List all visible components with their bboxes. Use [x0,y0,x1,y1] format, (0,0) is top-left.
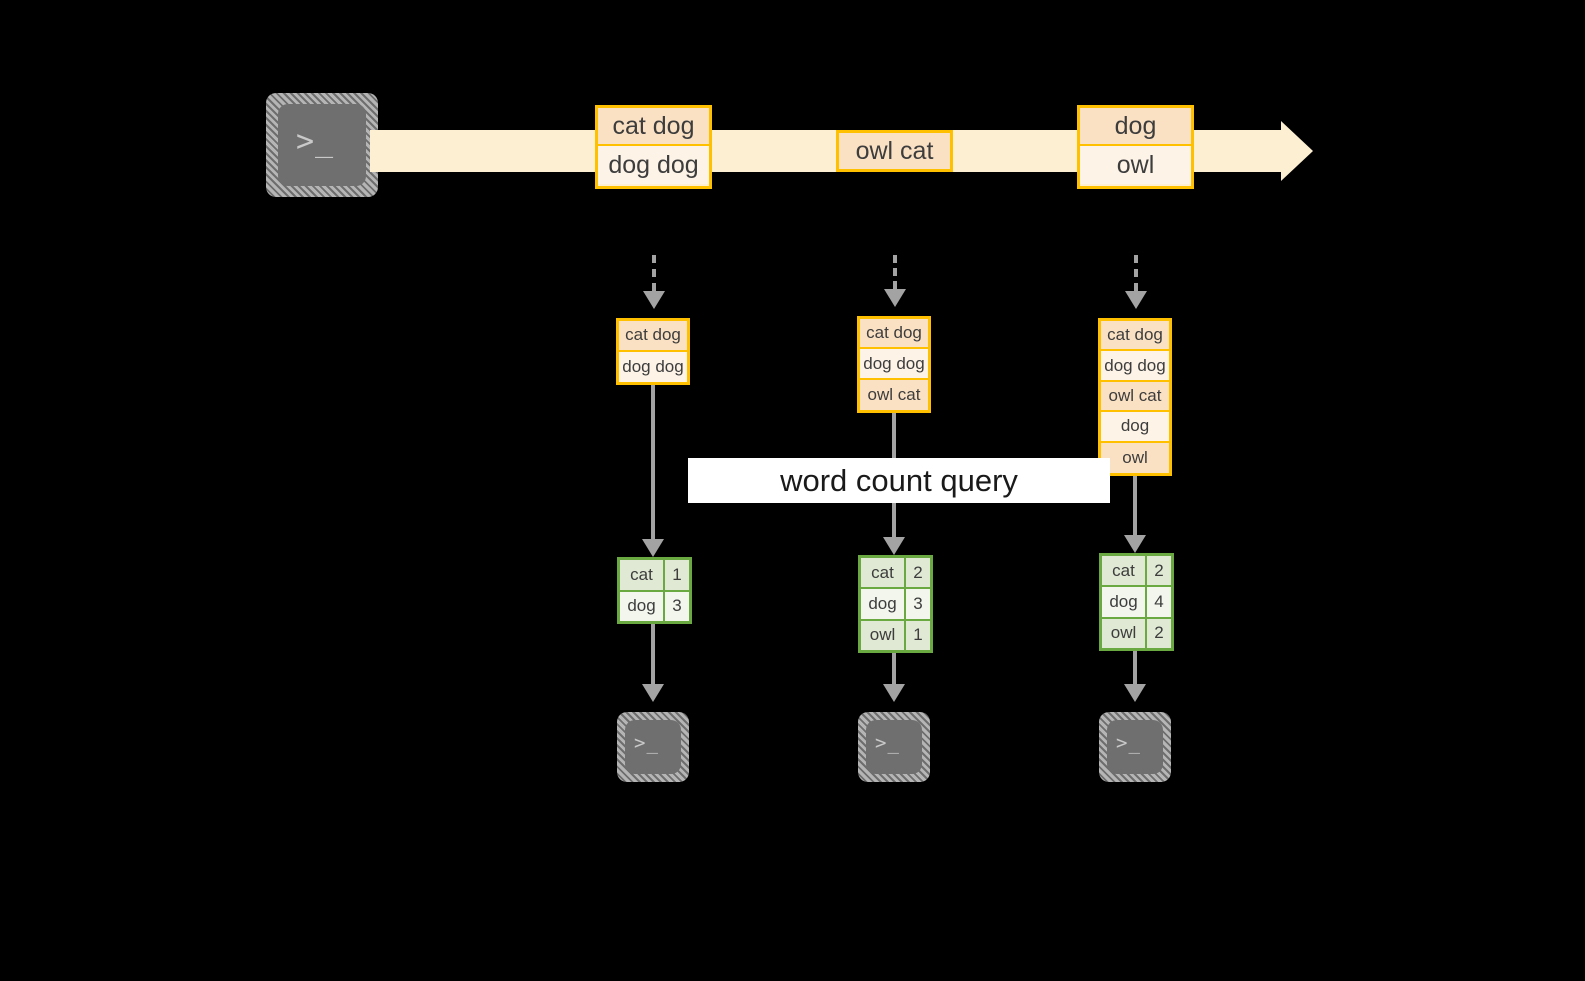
result-count: 4 [1147,587,1171,617]
result-word: owl [861,620,906,650]
snapshot-trigger-arrowhead-3 [1125,291,1147,309]
result-count: 2 [906,558,930,588]
snapshot-1-stack[interactable]: cat dog dog dog [616,318,690,385]
producer-terminal-icon: >_ [266,93,378,197]
result-word: cat [620,560,665,590]
result-word: dog [1102,587,1147,617]
terminal-prompt-glyph: >_ [875,732,900,754]
consumer-terminal-icon-3: >_ [1099,712,1171,782]
consumer-terminal-icon-1: >_ [617,712,689,782]
stack-row: owl cat [1101,381,1169,413]
result-count: 1 [665,560,689,590]
terminal-body [278,104,366,186]
snapshot-trigger-arrowhead-1 [643,291,665,309]
terminal-prompt-glyph: >_ [1116,732,1141,754]
result-arrowhead-1 [642,684,664,702]
snapshot-3-result-table[interactable]: cat 2 dog 4 owl 2 [1099,553,1174,651]
stack-row: cat dog [860,319,928,350]
result-count: 2 [1147,618,1171,648]
terminal-body [866,720,922,774]
stack-row: cat dog [1101,321,1169,352]
query-label-banner: word count query [688,458,1110,503]
stream-message-3[interactable]: dog owl [1077,105,1194,189]
terminal-body [1107,720,1163,774]
result-row: owl 1 [861,620,930,650]
result-count: 3 [906,589,930,619]
terminal-body [625,720,681,774]
stream-message-row: owl cat [839,133,950,169]
result-row: dog 4 [1102,587,1171,619]
query-arrowhead-2 [883,537,905,555]
stream-message-row: dog [1080,108,1191,146]
stack-row: owl [1101,442,1169,474]
stack-row: dog [1101,412,1169,443]
result-count: 2 [1147,556,1171,586]
result-word: owl [1102,618,1147,648]
snapshot-2-stack[interactable]: cat dog dog dog owl cat [857,316,931,413]
stack-row: dog dog [619,351,687,382]
snapshot-1-result-table[interactable]: cat 1 dog 3 [617,557,692,624]
stream-message-row: owl [1080,146,1191,184]
result-row: cat 2 [1102,556,1171,588]
query-arrowhead-1 [642,539,664,557]
stack-row: cat dog [619,321,687,352]
result-count: 3 [665,591,689,621]
result-count: 1 [906,620,930,650]
result-row: dog 3 [861,589,930,621]
stream-message-row: cat dog [598,108,709,146]
event-stream-arrowhead [1281,121,1313,181]
snapshot-trigger-arrow-line-3 [1134,255,1138,291]
stack-row: owl cat [860,379,928,411]
result-arrow-line-2 [892,653,896,686]
result-row: dog 3 [620,591,689,621]
result-word: cat [861,558,906,588]
stream-message-1[interactable]: cat dog dog dog [595,105,712,189]
result-arrow-line-1 [651,624,655,686]
query-arrowhead-3 [1124,535,1146,553]
terminal-prompt-glyph: >_ [296,124,335,159]
snapshot-trigger-arrow-line-1 [652,255,656,291]
stream-message-row: dog dog [598,146,709,184]
snapshot-trigger-arrow-line-2 [893,255,897,289]
query-arrow-line-3 [1133,476,1137,537]
result-arrow-line-3 [1133,651,1137,686]
result-word: cat [1102,556,1147,586]
snapshot-3-stack[interactable]: cat dog dog dog owl cat dog owl [1098,318,1172,476]
query-arrow-line-1 [651,385,655,541]
result-row: cat 2 [861,558,930,590]
result-word: dog [620,591,665,621]
stack-row: dog dog [860,349,928,380]
query-label-text: word count query [780,462,1018,498]
stream-message-2[interactable]: owl cat [836,130,953,172]
consumer-terminal-icon-2: >_ [858,712,930,782]
result-arrowhead-2 [883,684,905,702]
result-arrowhead-3 [1124,684,1146,702]
result-word: dog [861,589,906,619]
result-row: owl 2 [1102,618,1171,648]
snapshot-2-result-table[interactable]: cat 2 dog 3 owl 1 [858,555,933,653]
result-row: cat 1 [620,560,689,592]
terminal-prompt-glyph: >_ [634,732,659,754]
stack-row: dog dog [1101,351,1169,382]
snapshot-trigger-arrowhead-2 [884,289,906,307]
